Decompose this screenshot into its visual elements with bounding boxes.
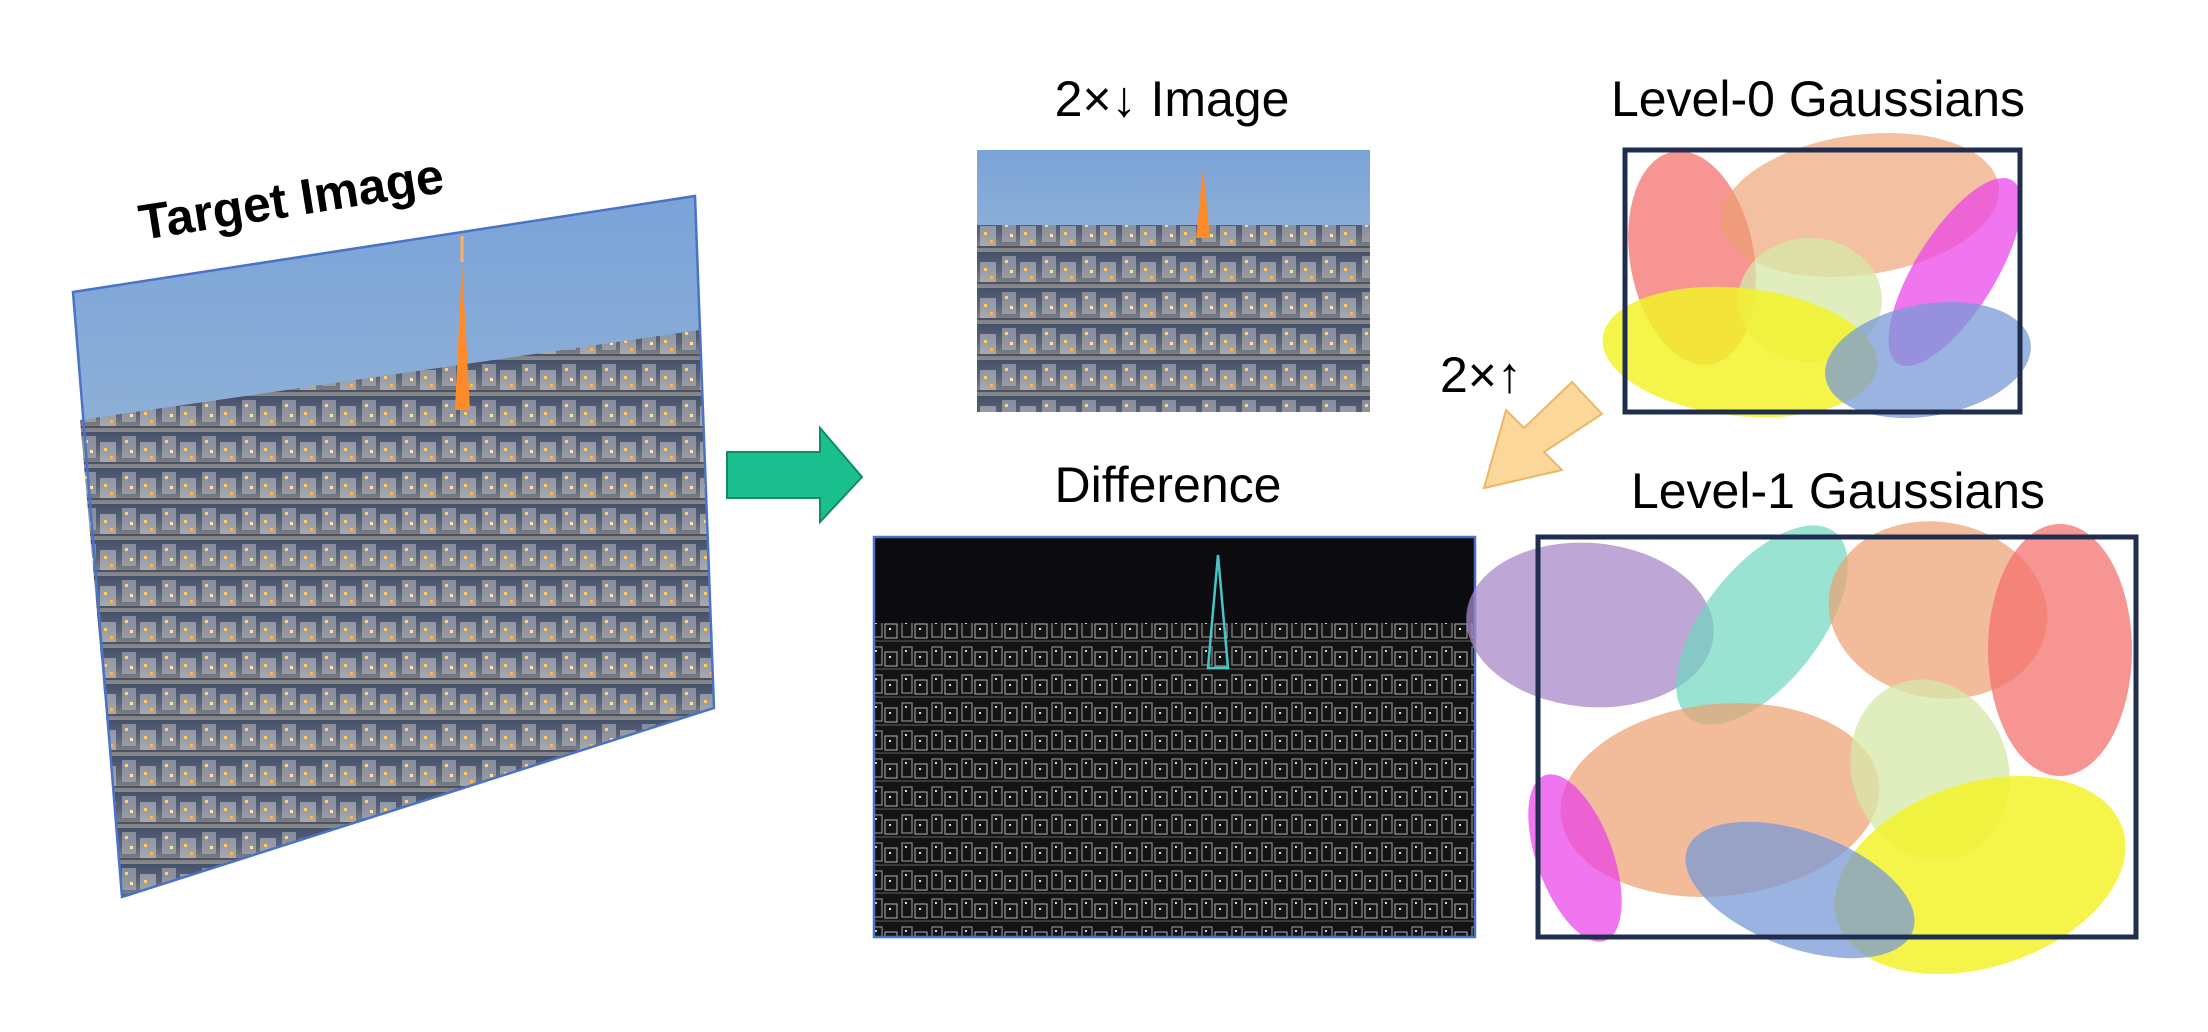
level1-frame (1535, 534, 2139, 940)
downsampled-image-label: 2×↓ Image (1055, 71, 1290, 127)
level0-gaussian-ellipse (1825, 301, 2031, 419)
level1-gaussian-ellipse (1676, 525, 1848, 725)
level1-label: Level-1 Gaussians (1631, 463, 2045, 519)
target-image-photo (71, 194, 716, 899)
level1-gaussian-ellipse (1466, 542, 1714, 708)
difference-label: Difference (1055, 457, 1282, 513)
level1-gaussian-ellipse (1685, 821, 1915, 959)
level1-gaussian-ellipse (1528, 774, 1622, 942)
difference-image (872, 535, 1477, 939)
level0-gaussians (1602, 132, 2031, 419)
level1-gaussians (1466, 521, 2139, 975)
right-arrow-icon (726, 425, 864, 525)
level0-gaussian-ellipse (1602, 286, 1878, 418)
target-image-label: Target Image (135, 147, 447, 250)
down-left-arrow-icon (1482, 380, 1604, 490)
level0-frame (1622, 147, 2023, 415)
downsampled-image-photo (977, 150, 1370, 412)
level1-gaussian-ellipse (1988, 524, 2132, 776)
level0-label: Level-0 Gaussians (1611, 71, 2025, 127)
upsample-label: 2×↑ (1440, 347, 1522, 403)
